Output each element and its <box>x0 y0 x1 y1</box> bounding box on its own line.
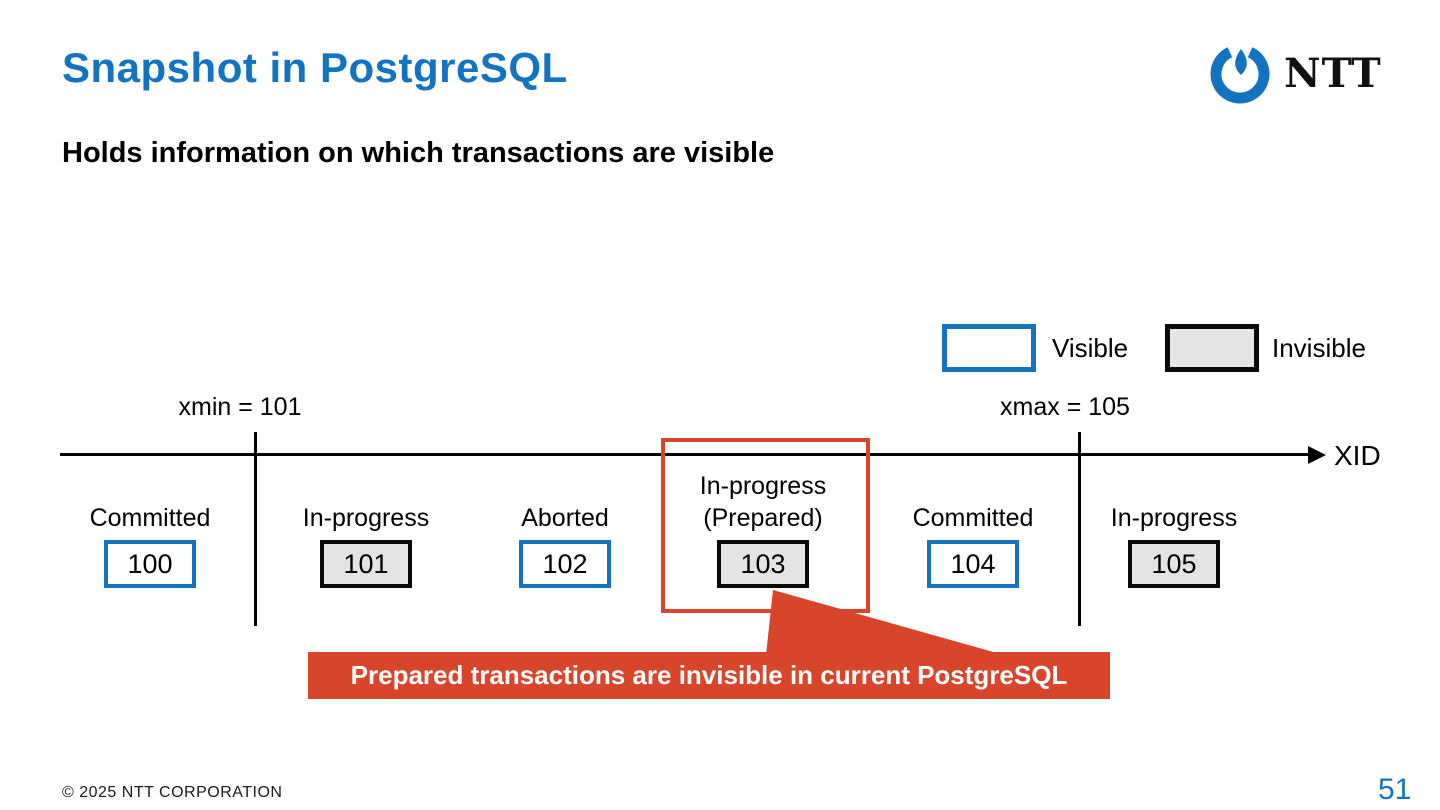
txn-status-label: Committed <box>89 504 211 532</box>
txn-xid-box: 103 <box>717 540 809 588</box>
txn-xid-box: 102 <box>519 540 611 588</box>
txn-xid-box: 105 <box>1128 540 1220 588</box>
txn-group-105: In-progress 105 <box>1089 468 1259 588</box>
slide-subtitle: Holds information on which transactions … <box>62 137 775 169</box>
copyright-text: © 2025 NTT CORPORATION <box>62 784 283 801</box>
callout-pointer-icon <box>766 590 1004 655</box>
xmin-tick-line <box>254 432 257 626</box>
txn-status-label: In-progress <box>302 504 430 532</box>
prepared-highlight-outline <box>661 438 870 613</box>
ntt-wordmark: NTT <box>1284 50 1382 97</box>
txn-group-104: Committed 104 <box>888 468 1058 588</box>
txn-group-100: Committed 100 <box>65 468 235 588</box>
callout-banner: Prepared transactions are invisible in c… <box>308 652 1110 699</box>
xmax-label: xmax = 105 <box>1000 393 1130 421</box>
legend-visible-swatch <box>942 324 1036 372</box>
txn-group-102: Aborted 102 <box>480 468 650 588</box>
txn-status-label: Aborted <box>521 504 609 532</box>
txn-xid-box: 100 <box>104 540 196 588</box>
txn-status-label: In-progress <box>1110 504 1238 532</box>
ntt-logo: NTT <box>1208 36 1388 112</box>
xid-axis-arrowhead-icon <box>1308 446 1326 464</box>
page-title: Snapshot in PostgreSQL <box>62 44 568 91</box>
legend-invisible-swatch <box>1165 324 1259 372</box>
txn-group-101: In-progress 101 <box>281 468 451 588</box>
xmin-label: xmin = 101 <box>178 393 302 421</box>
legend-visible-label: Visible <box>1052 333 1129 363</box>
txn-xid-box: 104 <box>927 540 1019 588</box>
xid-axis-line <box>60 453 1310 456</box>
txn-xid-box: 101 <box>320 540 412 588</box>
legend-invisible-label: Invisible <box>1272 333 1366 363</box>
xid-axis-label: XID <box>1334 440 1381 471</box>
page-number: 51 <box>1378 773 1412 806</box>
txn-status-label: In-progress (Prepared) <box>699 472 827 532</box>
xmax-tick-line <box>1078 432 1081 626</box>
ntt-dynamic-loop-icon <box>1210 47 1270 104</box>
txn-status-label: Committed <box>912 504 1034 532</box>
txn-group-103: In-progress (Prepared) 103 <box>678 468 848 588</box>
